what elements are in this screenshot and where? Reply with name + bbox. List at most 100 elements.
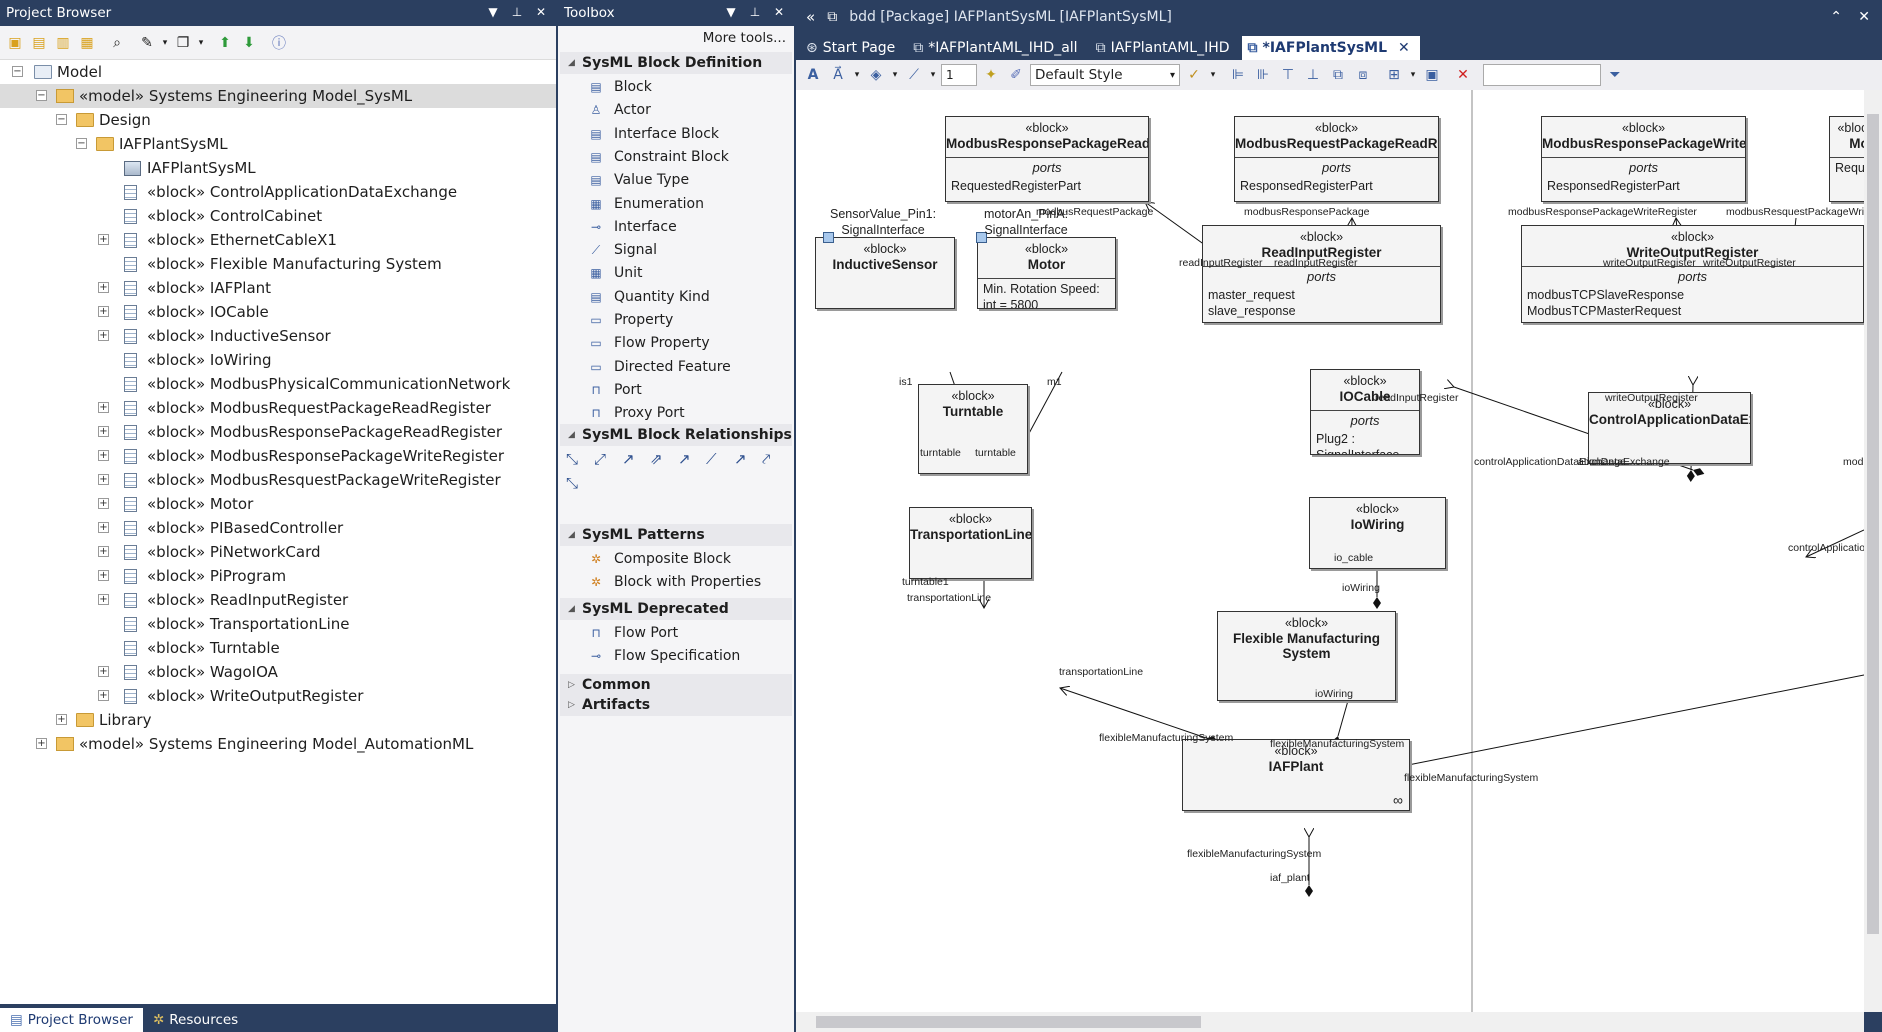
toolbox-item[interactable]: ▭Flow Property: [588, 332, 709, 354]
tree-item[interactable]: «block» ModbusPhysicalCommunicationNetwo…: [0, 372, 556, 396]
expand-icon[interactable]: ▷: [568, 700, 575, 710]
aggregation-icon[interactable]: ⇗: [650, 450, 663, 468]
fill-color-icon[interactable]: ◈: [870, 67, 882, 83]
tree-item[interactable]: −IAFPlantSysML: [0, 132, 556, 156]
chevron-down-icon[interactable]: ▾: [892, 70, 898, 80]
connector-line[interactable]: [1386, 674, 1864, 773]
toolbox-item[interactable]: ⟋Signal: [588, 239, 657, 261]
align-top-icon[interactable]: ⊤: [1281, 67, 1295, 83]
toolbox-item[interactable]: ⊸Flow Specification: [588, 645, 740, 667]
vertical-scrollbar-thumb[interactable]: [1867, 114, 1879, 934]
block-mrqw[interactable]: «block»MoRequ: [1829, 116, 1864, 202]
move-down-icon[interactable]: ⬇: [243, 34, 255, 51]
brush-icon[interactable]: ✐: [1010, 67, 1022, 83]
tree-item[interactable]: +«block» PiProgram: [0, 564, 556, 588]
tree-item[interactable]: −Design: [0, 108, 556, 132]
expand-icon[interactable]: +: [98, 330, 109, 341]
toolbox-item[interactable]: ♙Actor: [588, 99, 651, 121]
containment-icon[interactable]: ↗: [734, 450, 747, 468]
tree-item[interactable]: «block» ControlApplicationDataExchange: [0, 180, 556, 204]
help-icon[interactable]: ⓘ: [272, 35, 286, 52]
generalization-icon[interactable]: ⤢: [594, 450, 607, 468]
chevron-down-icon[interactable]: ▾: [198, 37, 204, 48]
tab-project-browser[interactable]: ▤ Project Browser: [0, 1008, 143, 1032]
diagram-tab[interactable]: ⧉*IAFPlantSysML✕: [1241, 36, 1420, 60]
layout-icon[interactable]: ⊞: [1388, 67, 1400, 83]
collapse-icon[interactable]: ◢: [568, 530, 575, 540]
block-mrpw[interactable]: «block»ModbusResponsePackageWriteRegiste…: [1541, 116, 1746, 202]
diagram-tab[interactable]: ⧉*IAFPlantAML_IHD_all: [907, 36, 1087, 60]
usage-icon[interactable]: ⤡: [566, 474, 579, 492]
dropdown-icon[interactable]: ▼: [488, 5, 498, 19]
toolbox-section-header[interactable]: ◢SysML Block Definition: [560, 52, 792, 74]
tree-item[interactable]: «block» Flexible Manufacturing System: [0, 252, 556, 276]
composition-icon[interactable]: ↗: [678, 450, 691, 468]
association-icon[interactable]: ↗: [622, 450, 635, 468]
block-iow[interactable]: «block»IoWiring: [1309, 497, 1446, 569]
tree-item[interactable]: +«model» Systems Engineering Model_Autom…: [0, 732, 556, 756]
same-width-icon[interactable]: ⧈: [1358, 67, 1368, 83]
connector-line[interactable]: [1806, 529, 1864, 557]
toolbox-item[interactable]: ⊓Port: [588, 379, 641, 401]
motor-port[interactable]: [976, 232, 987, 243]
toolbox-section-header[interactable]: ◢SysML Block Relationships: [560, 424, 792, 446]
line-color-icon[interactable]: ⟋: [909, 67, 919, 83]
collapse-icon[interactable]: −: [12, 66, 23, 77]
tree-item[interactable]: +Library: [0, 708, 556, 732]
tree-item[interactable]: +«block» IOCable: [0, 300, 556, 324]
realization-icon[interactable]: ⤤: [762, 450, 771, 468]
expand-icon[interactable]: +: [98, 450, 109, 461]
horizontal-scrollbar-thumb[interactable]: [816, 1016, 1201, 1028]
dropdown-icon[interactable]: ▼: [726, 5, 736, 19]
same-size-icon[interactable]: ⧉: [1333, 67, 1343, 83]
expand-icon[interactable]: +: [56, 714, 67, 725]
tree-item[interactable]: +«block» IAFPlant: [0, 276, 556, 300]
more-tools-link[interactable]: More tools...: [702, 30, 786, 46]
tree-item[interactable]: +«block» EthernetCableX1: [0, 228, 556, 252]
toolbox-item[interactable]: ▤Interface Block: [588, 123, 719, 145]
toolbox-section-header[interactable]: ◢SysML Patterns: [560, 524, 792, 546]
block-iaf[interactable]: «block»IAFPlant∞: [1182, 739, 1410, 811]
diagram-filter-input[interactable]: [1483, 64, 1601, 86]
dependency-icon[interactable]: ⤡: [566, 450, 579, 468]
expand-icon[interactable]: +: [98, 498, 109, 509]
filter-icon[interactable]: ⏷: [1609, 67, 1621, 83]
toolbox-item[interactable]: ⊓Proxy Port: [588, 402, 684, 424]
expand-icon[interactable]: +: [98, 690, 109, 701]
diagram-canvas[interactable]: «block»ModbusResponsePackageReadRegister…: [796, 90, 1864, 1012]
diagram-tab[interactable]: ⧉IAFPlantAML_IHD: [1090, 36, 1240, 60]
tree-item[interactable]: +«block» ModbusRequestPackageReadRegiste…: [0, 396, 556, 420]
collapse-icon[interactable]: −: [76, 138, 87, 149]
expand-icon[interactable]: +: [98, 546, 109, 557]
toolbox-item[interactable]: ▭Property: [588, 309, 673, 331]
expand-icon[interactable]: +: [98, 234, 109, 245]
expand-icon[interactable]: +: [98, 570, 109, 581]
tree-item[interactable]: «block» IoWiring: [0, 348, 556, 372]
block-mrpr[interactable]: «block»ModbusResponsePackageReadRegister…: [945, 116, 1149, 202]
block-inds[interactable]: «block»InductiveSensor: [815, 237, 955, 309]
collapse-icon[interactable]: ◢: [568, 604, 575, 614]
chevron-down-icon[interactable]: ▾: [1410, 70, 1416, 80]
expand-icon[interactable]: +: [98, 282, 109, 293]
tree-item[interactable]: +«block» InductiveSensor: [0, 324, 556, 348]
toolbox-section-header[interactable]: ◢SysML Deprecated: [560, 598, 792, 620]
toolbox-item[interactable]: ✲Composite Block: [588, 548, 731, 570]
paint-icon[interactable]: ✦: [985, 67, 997, 83]
tree-item[interactable]: «block» ControlCabinet: [0, 204, 556, 228]
edit-icon[interactable]: ✎: [141, 34, 153, 51]
tree-item[interactable]: «block» Turntable: [0, 636, 556, 660]
text-color-icon[interactable]: A⃗: [833, 67, 843, 83]
toolbox-item[interactable]: ▭Directed Feature: [588, 356, 730, 378]
toolbox-item[interactable]: ⊸Interface: [588, 216, 677, 238]
expand-icon[interactable]: +: [98, 306, 109, 317]
new-model-icon[interactable]: ▣: [8, 34, 22, 51]
apply-style-icon[interactable]: ✓: [1188, 67, 1200, 83]
tree-item[interactable]: −Model: [0, 60, 556, 84]
new-package-icon[interactable]: ▤: [32, 34, 46, 51]
toolbox-item[interactable]: ▤Quantity Kind: [588, 286, 709, 308]
chevron-down-icon[interactable]: ▾: [1210, 70, 1216, 80]
sensor-port[interactable]: [823, 232, 834, 243]
collapse-icon[interactable]: ◢: [568, 430, 575, 440]
